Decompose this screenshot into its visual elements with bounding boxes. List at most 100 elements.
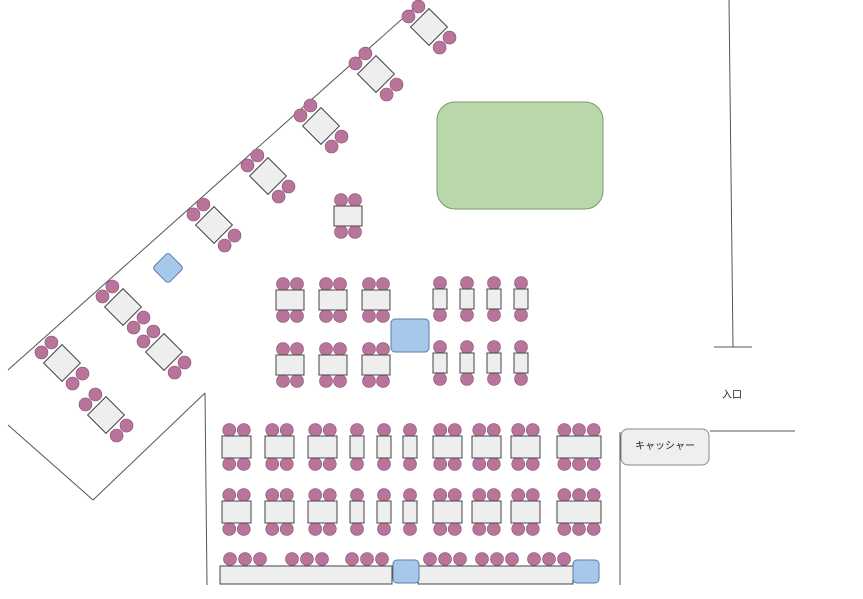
table-3-seat-chair — [557, 457, 572, 471]
table-2-seat-chair — [322, 522, 337, 536]
table-1-seat — [432, 352, 448, 374]
diagonal-table-group — [34, 335, 90, 391]
table-2-seat-chair — [376, 277, 390, 291]
table-2-seat — [510, 435, 541, 459]
diagonal-table-group — [78, 387, 134, 443]
bench-table-chair — [345, 552, 359, 566]
table-2-seat-chair — [290, 277, 304, 291]
table-3-seat-chair — [586, 488, 601, 502]
table-2-seat-chair — [511, 488, 526, 502]
diagonal-table-chair — [136, 334, 151, 349]
table-2-seat-chair — [265, 488, 280, 502]
table-2-seat-chair — [322, 457, 337, 471]
table-2-seat — [432, 500, 463, 524]
table-1-seat-chair — [350, 423, 364, 437]
table-2-seat-chair — [279, 488, 294, 502]
diagonal-table-chair — [196, 197, 211, 212]
table-3-seat-chair — [557, 423, 572, 437]
table-2-seat-chair — [222, 488, 237, 502]
table-1-seat-chair — [487, 372, 501, 386]
bench-table-chair — [557, 552, 571, 566]
table-2-seat-chair — [279, 423, 294, 437]
table-2-seat-chair — [362, 277, 376, 291]
table-3-seat-chair — [572, 522, 586, 536]
table-2-seat-chair — [433, 488, 448, 502]
bench-table-chair — [315, 552, 329, 566]
table-2-seat-chair — [222, 457, 237, 471]
diagonal-table-chair — [119, 418, 134, 433]
entrance-label: 入口 — [722, 390, 742, 401]
diagonal-table-chair — [379, 87, 394, 102]
table-1-seat-chair — [377, 488, 391, 502]
table-1-seat-chair — [514, 340, 528, 354]
table-2-seat-chair — [447, 457, 462, 471]
table-1-seat — [402, 435, 418, 459]
diagonal-table-chair — [227, 228, 242, 243]
table-1-seat-chair — [377, 423, 391, 437]
diagonal-table-chair — [78, 397, 93, 412]
cashier-counter — [620, 428, 710, 466]
table-1-seat — [349, 435, 365, 459]
table-2-seat-chair — [276, 277, 290, 291]
table-2-seat-chair — [322, 423, 337, 437]
table-3-seat — [556, 500, 602, 524]
table-2-seat-chair — [290, 374, 304, 388]
table-1-seat-chair — [487, 308, 501, 322]
table-2-seat-chair — [308, 488, 323, 502]
table-2-seat-chair — [236, 488, 251, 502]
table-1-seat — [402, 500, 418, 524]
diagonal-table — [86, 395, 126, 435]
table-2-seat-chair — [333, 374, 347, 388]
diagonal-table-chair — [75, 366, 90, 381]
table-1-seat — [486, 288, 502, 310]
table-2-seat-chair — [290, 342, 304, 356]
table-2-seat-chair — [525, 423, 540, 437]
bench-table-chair — [542, 552, 556, 566]
table-1-seat-chair — [350, 457, 364, 471]
table-3-seat-chair — [557, 488, 572, 502]
table-2-seat — [264, 500, 295, 524]
table-2-seat-chair — [276, 374, 290, 388]
diagonal-table-chair — [65, 376, 80, 391]
diagonal-table — [103, 287, 143, 327]
table-2-seat — [264, 435, 295, 459]
diagonal-table-chair — [105, 279, 120, 294]
table-2-seat-chair — [525, 457, 540, 471]
diagonal-table-chair — [250, 148, 265, 163]
table-2-seat-chair — [447, 488, 462, 502]
bench-table-chair — [300, 552, 314, 566]
diagonal-table-chair — [95, 289, 110, 304]
diagonal-table-chair — [186, 207, 201, 222]
table-2-seat-chair — [433, 522, 448, 536]
table-2-seat-chair — [447, 423, 462, 437]
table-1-seat-chair — [377, 522, 391, 536]
bench-table-chair — [527, 552, 541, 566]
table-3-seat-chair — [557, 522, 572, 536]
garden-area — [436, 101, 604, 210]
bench-table-chair — [375, 552, 389, 566]
table-1-seat — [432, 288, 448, 310]
table-2-seat-chair — [334, 225, 348, 239]
diagonal-table-chair — [240, 158, 255, 173]
wall-diagonal-bottom — [92, 392, 206, 501]
table-1-seat-chair — [460, 340, 474, 354]
diagonal-table-chair — [281, 179, 296, 194]
table-3-seat-chair — [572, 488, 586, 502]
table-2-seat-chair — [376, 342, 390, 356]
service-station — [390, 318, 430, 353]
table-2-seat-chair — [486, 488, 501, 502]
table-1-seat-chair — [487, 340, 501, 354]
table-2-seat-chair — [486, 457, 501, 471]
table-2-seat-chair — [290, 309, 304, 323]
diagonal-table-chair — [432, 40, 447, 55]
table-2-seat — [275, 354, 305, 376]
table-2-seat-chair — [222, 423, 237, 437]
wall-inner-vertical — [204, 392, 208, 586]
diagonal-table-chair — [88, 387, 103, 402]
table-1-seat — [513, 352, 529, 374]
diagonal-table-chair — [126, 320, 141, 335]
diagonal-table-group — [186, 197, 242, 253]
table-2-seat-chair — [319, 374, 333, 388]
bench-table-chair — [223, 552, 237, 566]
table-2-seat — [307, 500, 338, 524]
